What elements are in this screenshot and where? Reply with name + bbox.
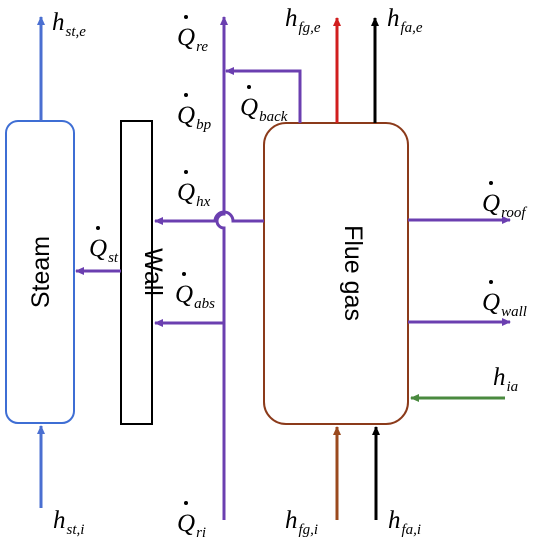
back-radiation-arrow <box>225 67 302 123</box>
label-h-fg-e: hfg,e <box>285 5 321 36</box>
label-q-back: Qback <box>240 85 288 125</box>
flue-gas-box <box>263 122 409 425</box>
svg-text:hfg,i: hfg,i <box>285 507 318 538</box>
label-h-ia: hia <box>493 364 518 395</box>
label-q-hx: Qhx <box>177 170 211 210</box>
label-q-re: Qre <box>177 15 208 55</box>
steam-label: Steam <box>27 236 55 308</box>
label-q-wall: Qwall <box>482 280 527 320</box>
wall-label: Wall <box>139 248 167 296</box>
svg-text:hfg,e: hfg,e <box>285 5 321 36</box>
svg-text:Qhx: Qhx <box>177 179 211 210</box>
wall-box <box>120 120 153 425</box>
svg-text:hst,i: hst,i <box>53 507 84 538</box>
label-q-st: Qst <box>89 226 119 266</box>
svg-text:Qback: Qback <box>240 94 288 125</box>
svg-text:Qroof: Qroof <box>482 190 527 221</box>
svg-text:hfa,i: hfa,i <box>388 507 421 538</box>
label-q-abs: Qabs <box>175 272 215 312</box>
label-h-fg-i: hfg,i <box>285 507 318 538</box>
label-q-roof: Qroof <box>482 181 527 221</box>
heat-exchange-arrow <box>154 210 264 225</box>
label-q-ri: Qri <box>177 501 206 541</box>
svg-text:Qri: Qri <box>177 510 206 541</box>
svg-text:hfa,e: hfa,e <box>387 5 423 36</box>
radiation-main-line <box>215 16 228 520</box>
svg-text:Qbp: Qbp <box>177 102 212 133</box>
svg-text:Qabs: Qabs <box>175 281 215 312</box>
svg-text:Qre: Qre <box>177 24 208 55</box>
label-q-bp: Qbp <box>177 93 212 133</box>
label-h-st-i: hst,i <box>53 507 84 538</box>
svg-text:hia: hia <box>493 364 518 395</box>
svg-text:hst,e: hst,e <box>52 9 86 40</box>
label-h-fa-e: hfa,e <box>387 5 423 36</box>
label-h-fa-i: hfa,i <box>388 507 421 538</box>
svg-text:Qst: Qst <box>89 235 119 266</box>
label-h-st-e: hst,e <box>52 9 86 40</box>
flue-gas-label: Flue gas <box>339 225 367 321</box>
svg-text:Qwall: Qwall <box>482 289 527 320</box>
